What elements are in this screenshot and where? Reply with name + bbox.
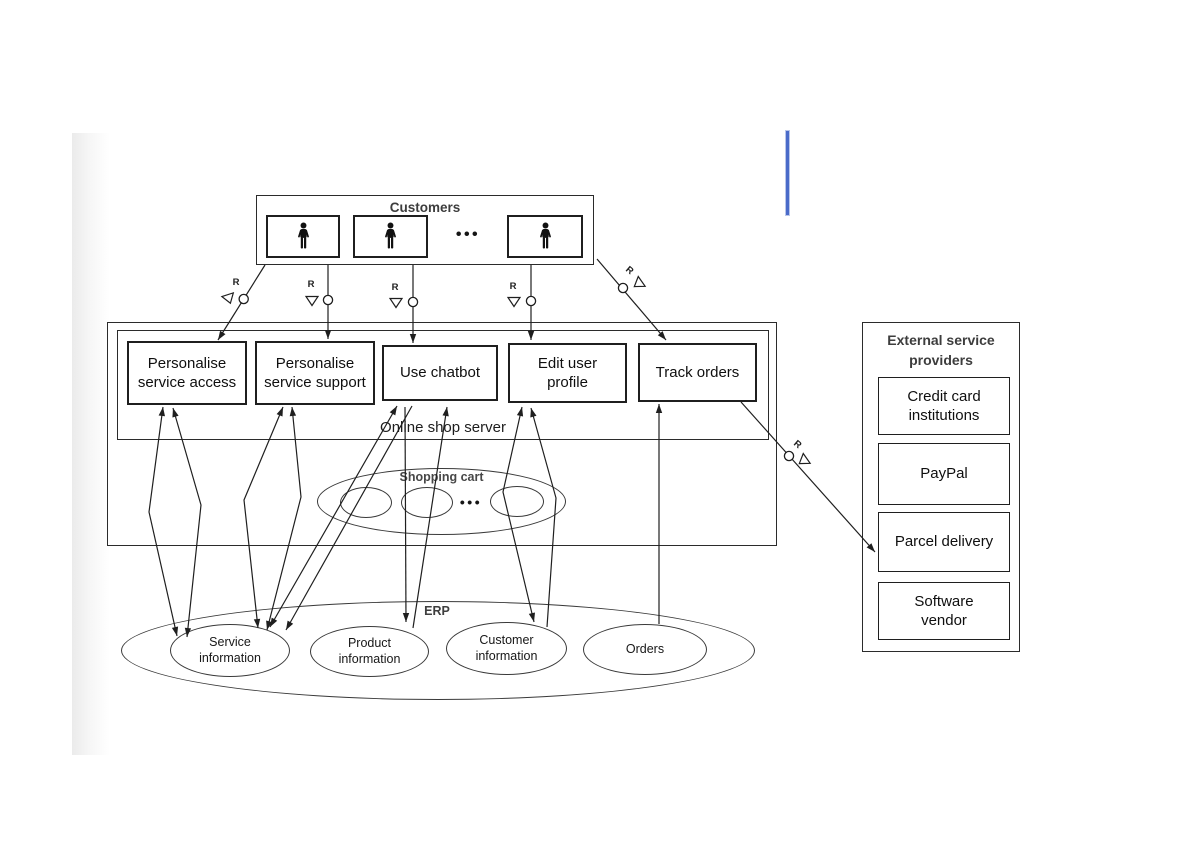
interface-label: R [391,282,399,293]
person-icon [385,222,396,248]
interface-label: R [623,264,636,278]
use-case-personalise-service-access: Personalise service access [127,341,247,405]
interface-label: R [232,277,240,288]
datastore-orders: Orders [583,624,707,675]
use-case-track-orders: Track orders [638,343,757,402]
external-providers-title: External service providers [887,332,995,368]
interface-label: R [791,438,804,452]
provider-parcel-delivery: Parcel delivery [878,512,1010,572]
use-case-use-chatbot: Use chatbot [382,345,498,401]
customer-actor-box [266,215,340,258]
provider-paypal: PayPal [878,443,1010,505]
customers-ellipsis: ••• [455,226,481,243]
text-cursor-mark [786,131,789,215]
datastore-product-information: Product information [310,626,429,677]
cart-item-ellipse [490,486,544,517]
customers-title: Customers [389,200,461,215]
interface-label: R [307,279,315,290]
person-icon [297,222,309,248]
interface-label: R [509,281,517,292]
person-icon [539,222,551,248]
customer-actor-box [353,215,428,258]
page-edge-shadow [72,133,110,755]
online-shop-server-label: Online shop server [380,419,506,436]
provider-software-vendor: Software vendor [878,582,1010,640]
use-case-edit-user-profile: Edit user profile [508,343,627,403]
datastore-service-information: Service information [170,624,290,677]
shopping-cart-label: Shopping cart [399,470,484,484]
erp-label: ERP [424,604,450,618]
cart-item-ellipse [340,487,392,518]
use-case-personalise-service-support: Personalise service support [255,341,375,405]
customer-actor-box [507,215,583,258]
cart-ellipsis: ••• [459,494,483,510]
provider-credit-card-institutions: Credit card institutions [878,377,1010,435]
datastore-customer-information: Customer information [446,622,567,675]
cart-item-ellipse [401,487,453,518]
